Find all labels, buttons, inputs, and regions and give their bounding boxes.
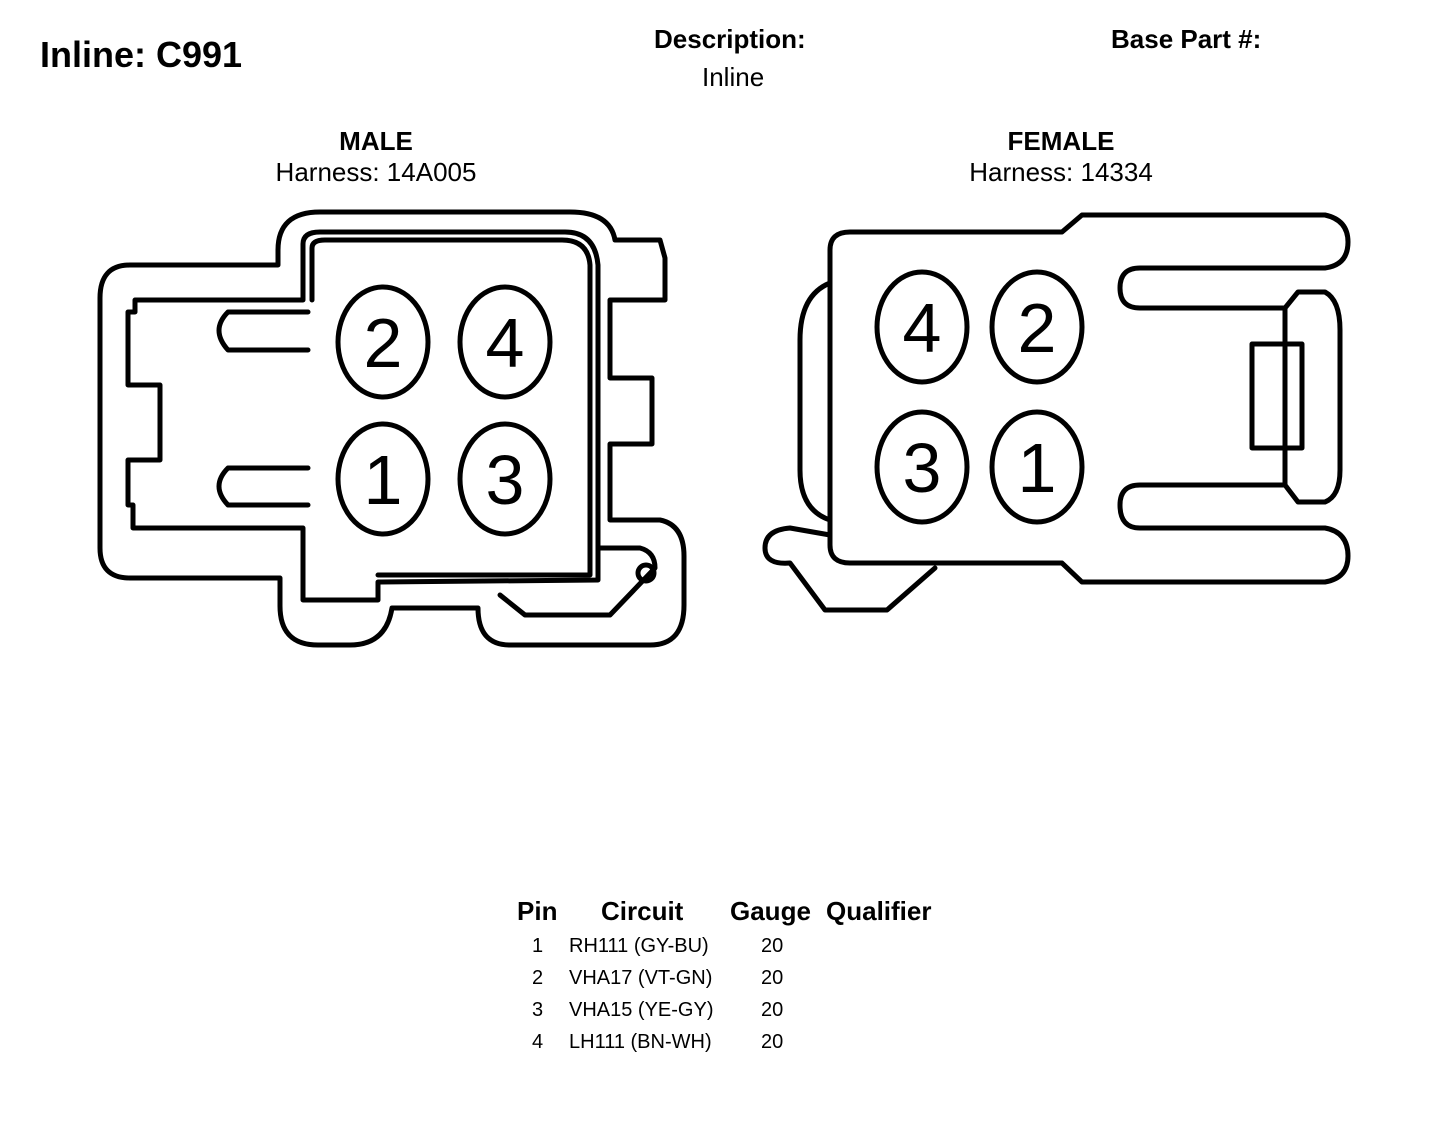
male-harness: Harness: 14A005 bbox=[275, 157, 477, 187]
pin-cell: 1 bbox=[532, 935, 544, 957]
female-pin-number: 4 bbox=[903, 289, 942, 367]
male-connector bbox=[97, 209, 687, 648]
female-label: FEMALE bbox=[1007, 126, 1115, 156]
male-pin-number: 3 bbox=[486, 441, 525, 519]
circuit-cell: LH111 (BN-WH) bbox=[569, 1031, 712, 1053]
gauge-cell: 20 bbox=[761, 935, 784, 957]
male-pin-2-cavity bbox=[335, 284, 431, 400]
pin-cell: 2 bbox=[532, 967, 544, 989]
header-gauge: Gauge bbox=[730, 896, 811, 926]
circuit-cell: VHA17 (VT-GN) bbox=[569, 967, 713, 989]
page-title: Inline: C991 bbox=[40, 34, 243, 75]
female-pin-1-cavity bbox=[989, 409, 1085, 525]
female-pin-2-cavity bbox=[989, 269, 1085, 385]
header-qualifier: Qualifier bbox=[826, 896, 932, 926]
male-label: MALE bbox=[339, 126, 413, 156]
female-pin-number: 1 bbox=[1018, 429, 1057, 507]
female-harness: Harness: 14334 bbox=[969, 157, 1153, 187]
male-pin-number: 4 bbox=[486, 304, 525, 382]
male-pin-3-cavity bbox=[457, 421, 553, 537]
gauge-cell: 20 bbox=[761, 967, 784, 989]
header-circuit: Circuit bbox=[601, 896, 684, 926]
gauge-cell: 20 bbox=[761, 999, 784, 1021]
male-pin-1-cavity bbox=[335, 421, 431, 537]
male-pin-4-cavity bbox=[457, 284, 553, 400]
circuit-cell: VHA15 (YE-GY) bbox=[569, 999, 714, 1021]
pin-cell: 3 bbox=[532, 999, 544, 1021]
female-pin-4-cavity bbox=[874, 269, 970, 385]
header-pin: Pin bbox=[517, 896, 558, 926]
female-connector bbox=[762, 212, 1351, 613]
pin-cell: 4 bbox=[532, 1031, 544, 1053]
female-pin-3-cavity bbox=[874, 409, 970, 525]
male-pin-number: 1 bbox=[364, 441, 403, 519]
male-pin-number: 2 bbox=[364, 304, 403, 382]
base-part-label: Base Part #: bbox=[1111, 24, 1262, 54]
gauge-cell: 20 bbox=[761, 1031, 784, 1053]
description-value: Inline bbox=[702, 62, 765, 92]
circuit-cell: RH111 (GY-BU) bbox=[569, 935, 709, 957]
female-pin-number: 3 bbox=[903, 429, 942, 507]
female-pin-number: 2 bbox=[1018, 289, 1057, 367]
description-label: Description: bbox=[654, 24, 806, 54]
